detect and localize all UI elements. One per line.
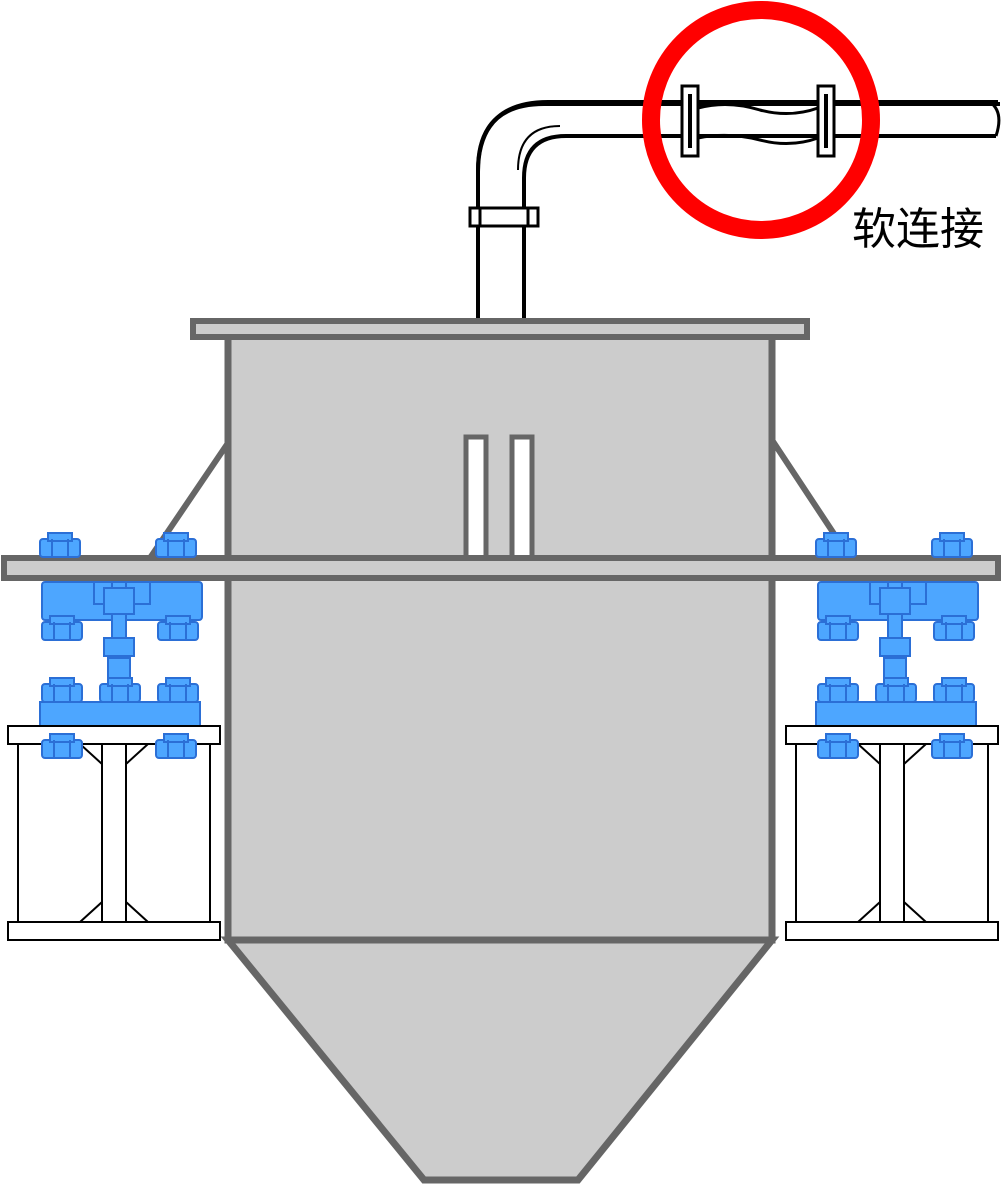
hopper-cone [220, 936, 780, 1184]
callout-label: 软连接 [852, 204, 984, 255]
inlet-pipe [468, 100, 1001, 318]
support-ring-plate [1, 555, 1001, 581]
flexible-connection [680, 84, 836, 158]
vessel-top-flange [190, 318, 810, 340]
callout-circle-icon [642, 1, 880, 239]
vessel-body [224, 332, 776, 944]
